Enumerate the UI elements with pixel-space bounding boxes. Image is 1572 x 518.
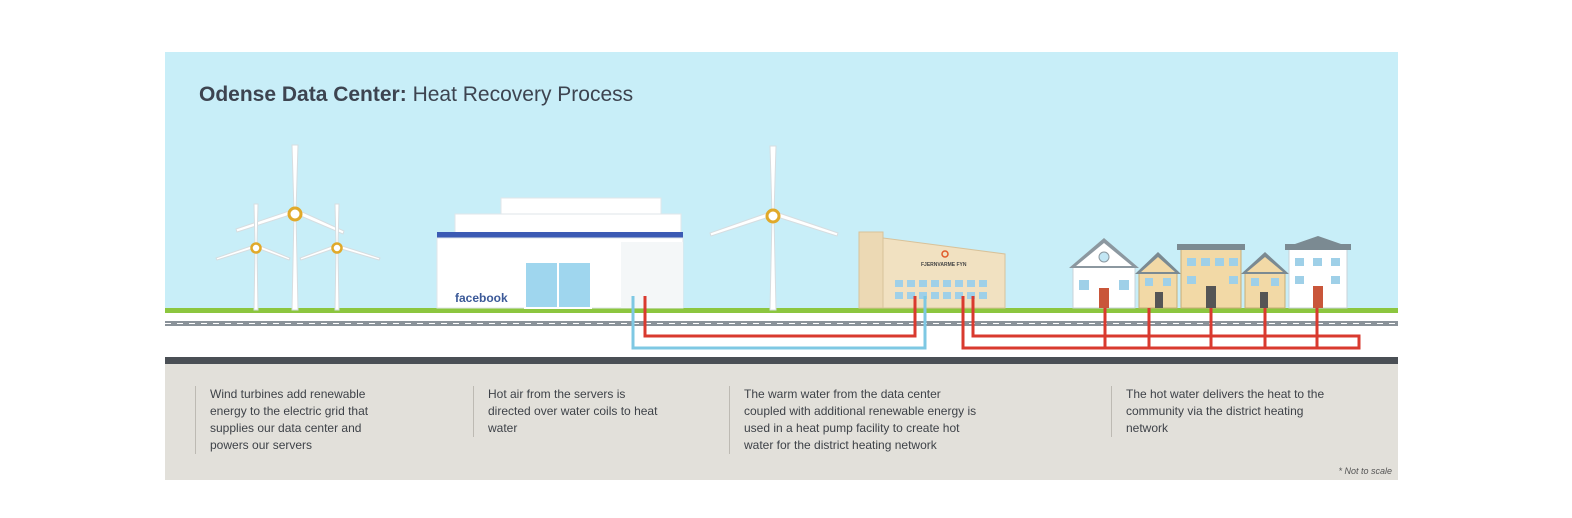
title-regular: Heat Recovery Process [406, 83, 634, 106]
house-icon [1241, 252, 1289, 309]
title-bold: Odense Data Center: [199, 83, 407, 106]
caption-heat-pump: The warm water from the data center coup… [729, 386, 984, 454]
infographic-panel: Odense Data Center: Heat Recovery Proces… [165, 52, 1398, 480]
caption-district-heating: The hot water delivers the heat to the c… [1111, 386, 1326, 437]
grass-strip [165, 308, 1398, 313]
wind-turbine-icon [215, 203, 291, 311]
caption-band [165, 364, 1398, 480]
facility-sign: FJERNVARME FYN [921, 262, 967, 268]
wind-turbine-icon [709, 145, 839, 311]
scale-note: * Not to scale [1338, 466, 1392, 476]
facebook-logo: facebook [455, 291, 508, 305]
wind-turbine-icon [299, 203, 381, 311]
caption-data-center: Hot air from the servers is directed ove… [473, 386, 668, 437]
house-icon [1177, 244, 1245, 309]
district-heating-loop [961, 296, 1361, 350]
caption-wind-turbines: Wind turbines add renewable energy to th… [195, 386, 390, 454]
house-icon [1135, 252, 1181, 309]
heat-pump-facility [858, 231, 1006, 309]
house-icon [1285, 236, 1351, 309]
process-illustration: facebook FJERNVARME FYN [165, 144, 1398, 364]
data-center-building [436, 197, 684, 309]
water-loop-cool [631, 296, 927, 350]
ground-divider [165, 357, 1398, 364]
wind-turbine-icon [235, 144, 345, 311]
house-icon [1069, 238, 1139, 309]
page-title: Odense Data Center: Heat Recovery Proces… [199, 83, 633, 107]
